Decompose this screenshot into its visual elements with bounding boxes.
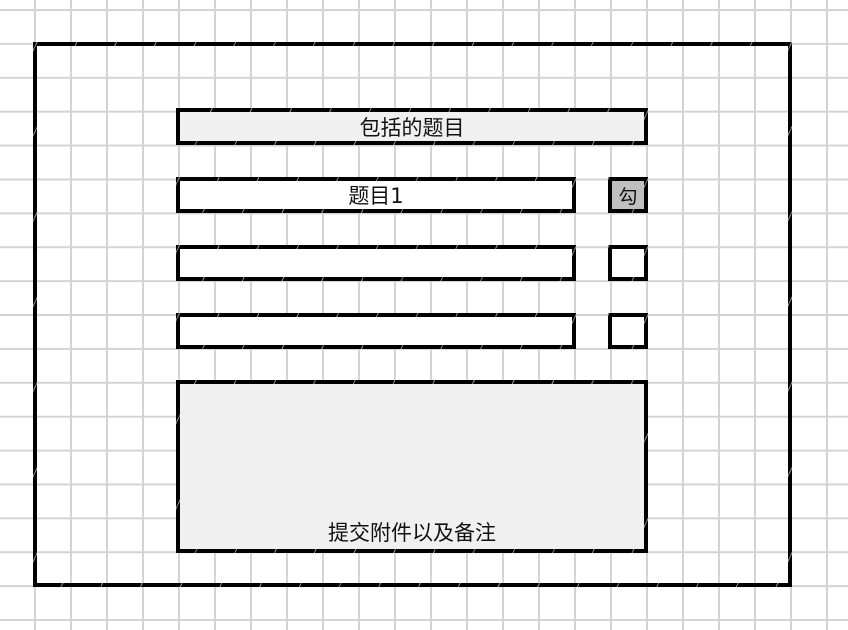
question-checkbox-2[interactable] [608, 245, 648, 281]
outer-frame [33, 42, 792, 587]
included-questions-header: 包括的题目 [176, 108, 648, 145]
question-checkbox-3[interactable] [608, 313, 648, 349]
question-row-2[interactable] [176, 245, 576, 281]
question-checkbox-1[interactable]: 勾 [608, 177, 648, 213]
header-label: 包括的题目 [359, 115, 465, 140]
check-mark-label: 勾 [618, 185, 638, 208]
attachments-notes-area[interactable]: 提交附件以及备注 [176, 380, 648, 553]
notes-label: 提交附件以及备注 [328, 521, 496, 545]
question-row-1[interactable]: 题目1 [176, 177, 576, 213]
question-label: 题目1 [348, 184, 404, 208]
question-row-3[interactable] [176, 313, 576, 349]
